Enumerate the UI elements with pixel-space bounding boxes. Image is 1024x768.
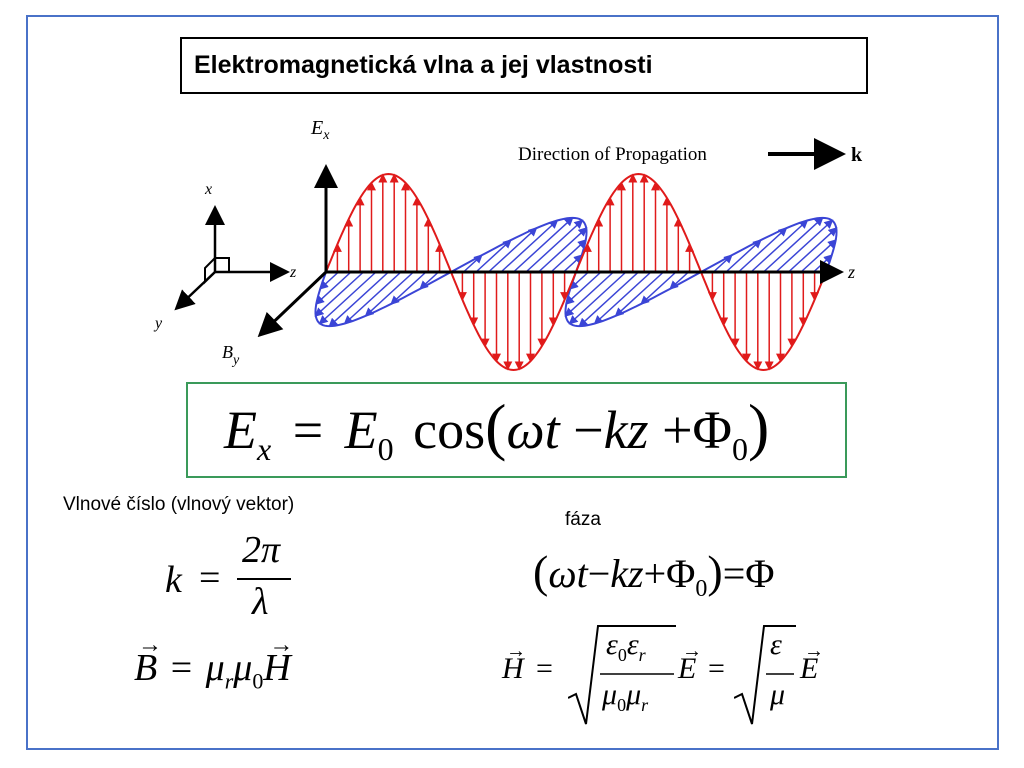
direction-label: Direction of Propagation	[518, 144, 707, 165]
legend-x-label: x	[204, 181, 212, 198]
b-field-wave	[314, 216, 838, 328]
b-field-vector	[775, 219, 834, 273]
b-field-vector	[318, 271, 377, 325]
b-field-vector	[319, 271, 340, 290]
sqrt-sign-2	[734, 625, 796, 725]
sqrt-sign-1	[568, 625, 676, 725]
b-field-vector	[525, 219, 584, 273]
b-field-vector	[750, 219, 809, 273]
slide-title: Elektromagnetická vlna a jej vlastnosti	[180, 37, 868, 94]
wavenumber-label: Vlnové číslo (vlnový vektor)	[63, 494, 295, 515]
slide-frame	[26, 15, 999, 750]
b-field-vector	[343, 271, 402, 325]
b-field-vector	[564, 271, 615, 317]
h-field-equation: H→ = ε0εr μ0μr E→ = ε μ E→	[502, 618, 832, 738]
b-field-vector	[550, 239, 587, 273]
em-wave-diagram: Ex By z x z y Direction of Propagation k	[153, 117, 863, 372]
b-field-equation: B→ = μrμ0H→	[134, 632, 294, 694]
legend-z-label: z	[289, 264, 297, 281]
wavenumber-equation: k = 2π λ	[165, 528, 305, 628]
fraction-bar	[237, 578, 291, 580]
main-equation: Ex = E0 cos(ωt −kz +Φ0)	[224, 391, 770, 467]
b-field-vector	[475, 239, 512, 273]
b-field-vector	[462, 254, 483, 273]
b-field-vector	[315, 271, 352, 305]
main-equation-box: Ex = E0 cos(ωt −kz +Φ0)	[186, 382, 847, 478]
legend-corner-diag	[204, 257, 216, 285]
b-field-vector	[762, 216, 824, 273]
b-field-vector	[614, 271, 665, 317]
legend-y-label: y	[153, 315, 163, 332]
b-field-vector	[364, 271, 415, 317]
b-field-vector	[390, 271, 427, 305]
b-field-vector	[578, 271, 640, 328]
b-field-vector	[800, 239, 837, 273]
phase-label: fáza	[565, 509, 601, 530]
b-field-vector	[562, 254, 583, 273]
b-field-vector	[725, 239, 762, 273]
b-field-vector	[565, 271, 602, 305]
b-field-vector	[787, 227, 838, 273]
legend-corner	[214, 257, 230, 273]
z-axis-label: z	[847, 262, 855, 282]
b-field-vector	[669, 271, 690, 290]
b-field-vector	[737, 227, 788, 273]
ex-axis-label: Ex	[310, 117, 330, 143]
b-field-vector	[512, 216, 574, 273]
b-field-vector	[568, 271, 627, 325]
b-field-vector	[314, 271, 365, 317]
by-axis-line	[257, 270, 328, 338]
direction-symbol: k	[851, 144, 863, 166]
b-field-vector	[537, 227, 588, 273]
b-field-vector	[712, 254, 733, 273]
b-field-vector	[593, 271, 652, 325]
b-field-vector	[419, 271, 440, 290]
b-field-vector	[328, 271, 390, 328]
b-field-vector	[569, 271, 590, 290]
b-field-vector	[487, 227, 538, 273]
phase-equation: (ωt−kz+Φ0)=Φ	[533, 546, 775, 602]
b-field-vector	[500, 219, 559, 273]
by-axis-label: By	[222, 342, 240, 368]
b-field-vector	[640, 271, 677, 305]
